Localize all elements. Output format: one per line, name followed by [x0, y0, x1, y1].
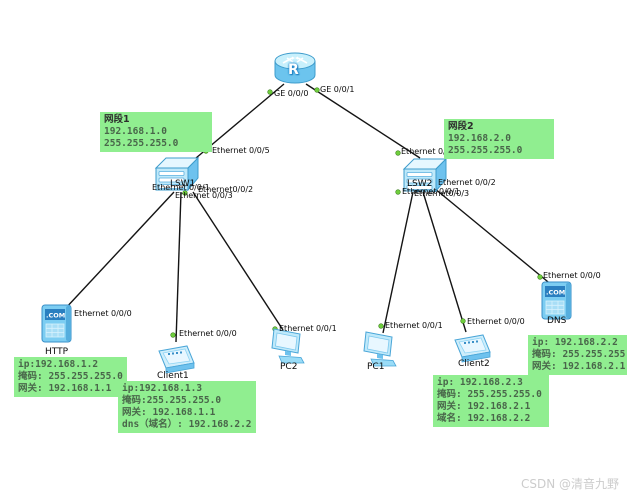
note-line: 192.168.2.0: [448, 133, 511, 144]
server-icon: .COM: [41, 304, 72, 343]
note-line: ip:192.168.1.3: [122, 383, 203, 394]
device-pc1[interactable]: [358, 330, 400, 372]
device-label-http: HTTP: [45, 347, 69, 357]
server-icon: .COM: [541, 281, 572, 320]
device-lsw2[interactable]: [400, 153, 452, 197]
interface-label-lsw2: Ethernet 0/0/4: [401, 147, 459, 156]
device-label-lsw1: LSW1: [170, 179, 196, 189]
device-client1[interactable]: [156, 343, 196, 379]
interface-label-pc2: Ethernet 0/0/1: [279, 324, 337, 333]
note-line: 网关: 192.168.1.1: [122, 407, 216, 418]
device-label-lsw2: LSW2: [407, 179, 433, 189]
link-lsw1-client1: [175, 191, 182, 343]
interface-label-client2: Ethernet 0/0/0: [467, 317, 525, 326]
note-line: 255.255.255.0: [448, 145, 523, 156]
link-router-lsw2: [305, 83, 421, 159]
interface-label-dns: Ethernet 0/0/0: [543, 271, 601, 280]
note-line: ip:192.168.1.2: [18, 359, 99, 370]
note-line: 掩码: 255.255.255.0: [18, 371, 123, 382]
note-line: dns（域名）: 192.168.2.2: [122, 419, 252, 430]
note-line: 网关: 192.168.2.1: [437, 401, 531, 412]
device-pc2[interactable]: [266, 327, 308, 369]
link-lsw1-http: [63, 191, 175, 311]
note-line: 域名: 192.168.2.2: [437, 413, 531, 424]
note-line: 掩码: 255.255.255.0: [532, 349, 627, 360]
interface-label-router: GE 0/0/0: [274, 89, 309, 98]
port-status-dot: [314, 87, 320, 93]
port-status-dot: [395, 189, 401, 195]
note-title: 网段1: [104, 114, 130, 125]
port-status-dot: [170, 332, 176, 338]
port-status-dot: [395, 150, 401, 156]
device-dns[interactable]: .COM: [540, 280, 576, 326]
pc-icon: [271, 328, 305, 364]
svg-text:.COM: .COM: [546, 289, 565, 297]
note-title: 网段2: [448, 121, 474, 132]
device-lsw1[interactable]: [152, 152, 204, 196]
port-status-dot: [460, 318, 466, 324]
interface-label-lsw1: Ethernet 0/0/1: [152, 183, 210, 192]
note-line: 掩码:255.255.255.0: [122, 395, 222, 406]
note-line: 网关: 192.168.2.1: [532, 361, 626, 372]
interface-label-lsw1: Ethernet0/0/2: [198, 185, 254, 194]
device-label-router: R: [288, 62, 299, 78]
router-icon: [274, 52, 316, 84]
interface-label-lsw2: Ethernet0/0/3: [414, 189, 470, 198]
interface-label-router: GE 0/0/1: [320, 85, 355, 94]
device-label-pc2: PC2: [280, 362, 298, 372]
device-client2[interactable]: [452, 332, 492, 368]
interface-label-pc1: Ethernet 0/0/1: [385, 321, 443, 330]
note-line: 192.168.1.0: [104, 126, 167, 137]
port-status-dot: [537, 274, 543, 280]
interface-label-lsw2: Ethernet 0/0/2: [438, 178, 496, 187]
interface-label-http: Ethernet 0/0/0: [74, 309, 132, 318]
device-label-pc1: PC1: [367, 362, 385, 372]
pc-icon: [363, 331, 397, 367]
device-http[interactable]: .COM: [40, 303, 76, 349]
csdn-watermark: CSDN @清音九野: [520, 477, 619, 491]
note-line: 255.255.255.0: [104, 138, 179, 149]
switch-icon: [402, 157, 448, 193]
device-label-client2: Client2: [458, 359, 490, 369]
note-line: ip: 192.168.2.2: [532, 337, 618, 348]
svg-text:.COM: .COM: [46, 312, 65, 320]
interface-label-client1: Ethernet 0/0/0: [179, 329, 237, 338]
client-icon: [454, 334, 491, 363]
interface-label-lsw1: Ethernet 0/0/5: [212, 146, 270, 155]
port-status-dot: [182, 190, 188, 196]
port-status-dot: [378, 323, 384, 329]
device-label-client1: Client1: [157, 371, 189, 381]
link-lsw2-pc1: [382, 191, 414, 334]
port-status-dot: [267, 89, 273, 95]
interface-label-lsw2: Ethernet 0/0/1: [402, 187, 460, 196]
device-router[interactable]: [272, 50, 318, 92]
note-line: 网关: 192.168.1.1: [18, 383, 112, 394]
interface-label-lsw1: Ethernet 0/0/3: [175, 191, 233, 200]
client-icon: [158, 345, 195, 374]
note-line: 掩码: 255.255.255.0: [437, 389, 542, 400]
note-line: ip: 192.168.2.3: [437, 377, 523, 388]
link-lsw2-dns: [433, 187, 554, 287]
switch-icon: [154, 156, 200, 192]
device-label-dns: DNS: [547, 316, 567, 326]
link-lsw1-pc2: [192, 191, 284, 331]
link-lsw2-client2: [422, 191, 467, 333]
